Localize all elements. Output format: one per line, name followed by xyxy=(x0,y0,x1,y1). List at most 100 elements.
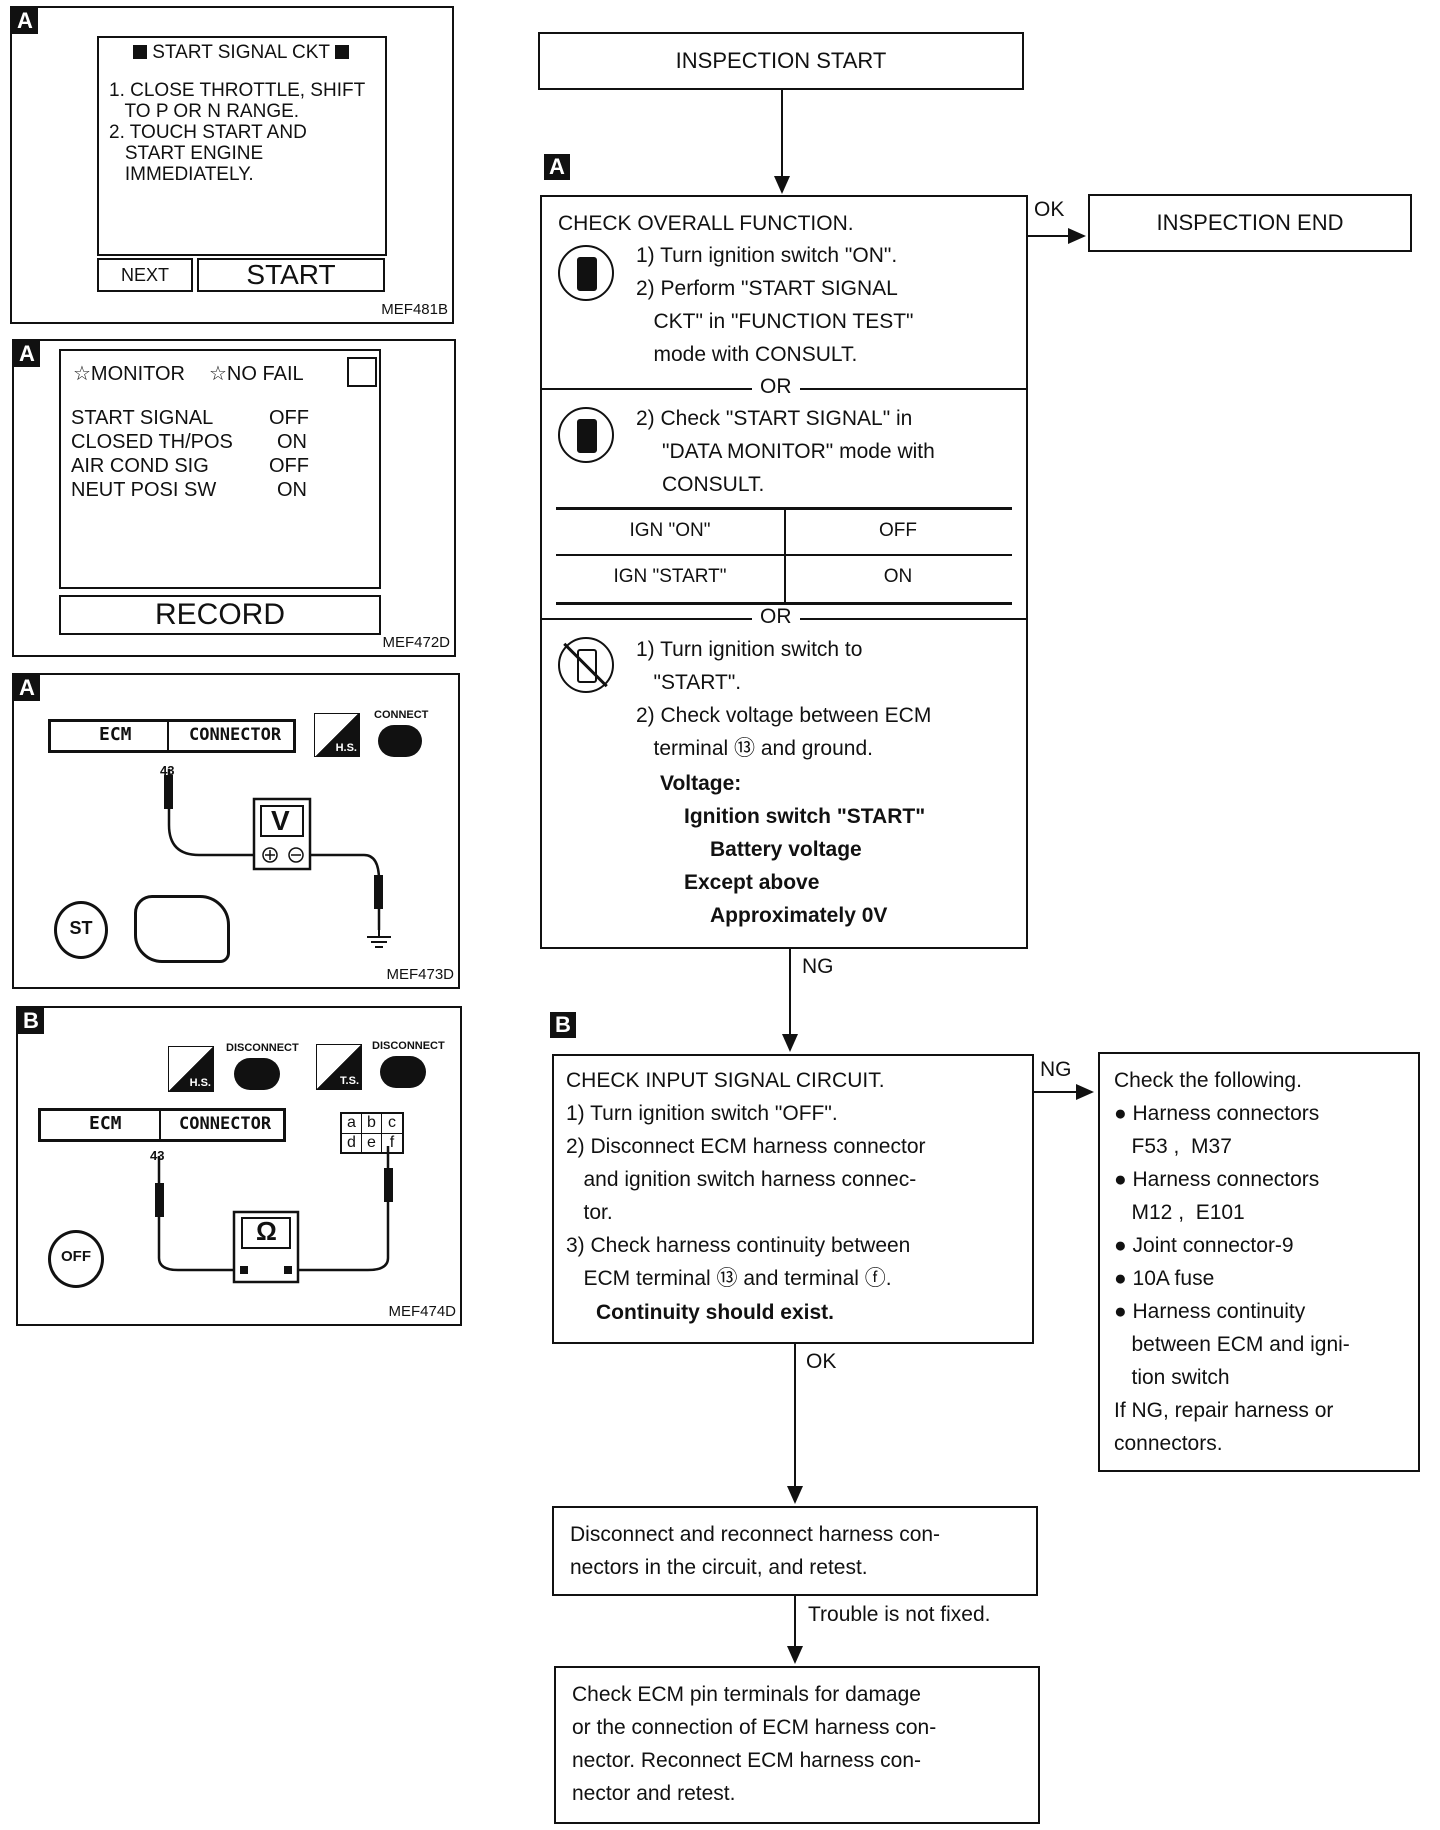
inspection-end-box: INSPECTION END xyxy=(1088,194,1412,252)
check-a-m1-line: 1) Turn ignition switch "ON". xyxy=(636,244,898,267)
ecm-label: ECM xyxy=(89,1113,122,1134)
or-label: OR xyxy=(752,375,800,399)
voltage-condition: Ignition switch "START" xyxy=(684,805,926,828)
table-cell: IGN "ON" xyxy=(629,520,711,541)
pin-43-label: 43 xyxy=(160,763,175,778)
connector-label: CONNECTOR xyxy=(189,725,282,745)
check-a-m3-line: terminal ⑬ and ground. xyxy=(636,737,873,760)
checkbox-icon xyxy=(347,357,377,387)
ok-label: OK xyxy=(1034,198,1065,221)
data-monitor-panel: A ☆MONITOR ☆NO FAIL START SIGNAL OFF CLO… xyxy=(12,339,456,657)
trouble-not-fixed-label: Trouble is not fixed. xyxy=(808,1603,991,1626)
connect-plug-icon xyxy=(378,725,422,757)
monitor-row-name: START SIGNAL xyxy=(71,407,214,429)
monitor-row-value: ON xyxy=(277,479,307,501)
inspection-start-label: INSPECTION START xyxy=(675,48,887,73)
screen-step-1b: TO P OR N RANGE. xyxy=(109,101,300,122)
figure-code: MEF473D xyxy=(386,966,454,983)
ecm-label: ECM xyxy=(99,724,132,745)
ignition-connector-grid: a b c d e f xyxy=(340,1112,404,1154)
voltage-wiring-diagram xyxy=(164,769,391,948)
terminal-c: c xyxy=(382,1114,402,1134)
voltage-value: Battery voltage xyxy=(710,838,862,861)
check-following-line: tion switch xyxy=(1114,1366,1230,1389)
terminal-e: e xyxy=(362,1133,382,1152)
final-line: Check ECM pin terminals for damage xyxy=(572,1683,921,1706)
reconnect-line: nectors in the circuit, and retest. xyxy=(570,1556,868,1579)
screen-step-1: 1. CLOSE THROTTLE, SHIFT xyxy=(109,80,366,101)
figure-code: MEF474D xyxy=(388,1303,456,1320)
ecm-connector: ECM CONNECTOR xyxy=(38,1108,286,1142)
check-a-m1-line: 2) Perform "START SIGNAL xyxy=(636,277,898,300)
screen-step-2: 2. TOUCH START AND xyxy=(109,122,307,143)
check-b-line: ECM terminal ⑬ and terminal ⓕ. xyxy=(566,1267,892,1290)
check-following-line: ● Harness continuity xyxy=(1114,1300,1306,1323)
check-a-title: CHECK OVERALL FUNCTION. xyxy=(558,212,854,235)
meter-v-label: V xyxy=(271,805,290,836)
monitor-screen: ☆MONITOR ☆NO FAIL START SIGNAL OFF CLOSE… xyxy=(59,349,381,589)
check-a-m3-line: 2) Check voltage between ECM xyxy=(636,704,932,727)
ign-table: IGN "ON" OFF IGN "START" ON xyxy=(556,507,1012,605)
table-cell: IGN "START" xyxy=(613,566,727,587)
check-following-line: connectors. xyxy=(1114,1432,1223,1455)
harness-side-icon: H.S. xyxy=(168,1046,214,1092)
table-cell: ON xyxy=(883,566,913,587)
check-overall-function-box: CHECK OVERALL FUNCTION. 1) Turn ignition… xyxy=(540,195,1028,949)
reconnect-line: Disconnect and reconnect harness con- xyxy=(570,1523,941,1546)
consult-icon xyxy=(558,407,614,463)
ok-label: OK xyxy=(806,1350,837,1373)
check-following-line: M12 , E101 xyxy=(1114,1201,1245,1224)
figure-code: MEF472D xyxy=(382,634,450,651)
record-button[interactable]: RECORD xyxy=(59,595,381,635)
check-b-line: 3) Check harness continuity between xyxy=(566,1234,911,1257)
engine-icon xyxy=(134,895,230,963)
check-b-title: CHECK INPUT SIGNAL CIRCUIT. xyxy=(566,1069,885,1092)
terminal-a: a xyxy=(342,1114,362,1134)
final-line: nector. Reconnect ECM harness con- xyxy=(572,1749,922,1772)
start-button[interactable]: START xyxy=(197,258,385,292)
ignition-key-icon: ST xyxy=(54,901,108,959)
check-a-m1-line: mode with CONSULT. xyxy=(636,343,858,366)
check-a-m3-line: 1) Turn ignition switch to xyxy=(636,638,863,661)
harness-side-icon: H.S. xyxy=(314,713,360,757)
check-following-line: ● Joint connector-9 xyxy=(1114,1234,1294,1257)
check-following-title: Check the following. xyxy=(1114,1069,1302,1092)
step-b-tag: B xyxy=(550,1012,576,1038)
table-divider-h xyxy=(556,554,1012,556)
panel-tag: B xyxy=(18,1008,44,1034)
check-following-box: Check the following. ● Harness connector… xyxy=(1098,1052,1420,1472)
check-ecm-pins-box: Check ECM pin terminals for damage or th… xyxy=(554,1666,1040,1824)
check-a-m1-line: CKT" in "FUNCTION TEST" xyxy=(636,310,914,333)
check-b-line: and ignition switch harness connec- xyxy=(566,1168,917,1191)
ts-label: T.S. xyxy=(340,1075,359,1087)
check-following-line: F53 , M37 xyxy=(1114,1135,1232,1158)
step-a-tag: A xyxy=(544,154,570,180)
monitor-row-value: ON xyxy=(277,431,307,453)
screen-title: START SIGNAL CKT xyxy=(133,42,349,64)
connect-label: CONNECT xyxy=(374,709,429,721)
check-a-m3-line: "START". xyxy=(636,671,742,694)
continuity-wiring-diagram xyxy=(155,1146,393,1284)
terminal-d: d xyxy=(342,1133,362,1152)
check-following-line: ● Harness connectors xyxy=(1114,1168,1320,1191)
next-button[interactable]: NEXT xyxy=(97,258,193,292)
table-cell: OFF xyxy=(879,520,917,541)
disconnect-plug-icon xyxy=(234,1058,280,1090)
panel-tag: A xyxy=(12,8,38,34)
final-line: or the connection of ECM harness con- xyxy=(572,1716,937,1739)
monitor-row-name: NEUT POSI SW xyxy=(71,479,217,501)
monitor-row-value: OFF xyxy=(269,455,309,477)
meter-ohm-label: Ω xyxy=(256,1216,277,1246)
final-line: nector and retest. xyxy=(572,1782,736,1805)
hs-label: H.S. xyxy=(189,1077,211,1089)
pin-43-label: 43 xyxy=(150,1148,165,1163)
connector-label: CONNECTOR xyxy=(179,1114,272,1134)
no-consult-icon xyxy=(558,637,614,693)
ecm-connector: ECM CONNECTOR xyxy=(48,719,296,753)
check-following-line: between ECM and igni- xyxy=(1114,1333,1350,1356)
check-following-line: ● Harness connectors xyxy=(1114,1102,1320,1125)
inspection-start-box: INSPECTION START xyxy=(538,32,1024,90)
screen-step-2c: IMMEDIATELY. xyxy=(109,164,254,185)
monitor-row-name: CLOSED TH/POS xyxy=(71,431,233,453)
disconnect-plug-icon xyxy=(380,1056,426,1088)
